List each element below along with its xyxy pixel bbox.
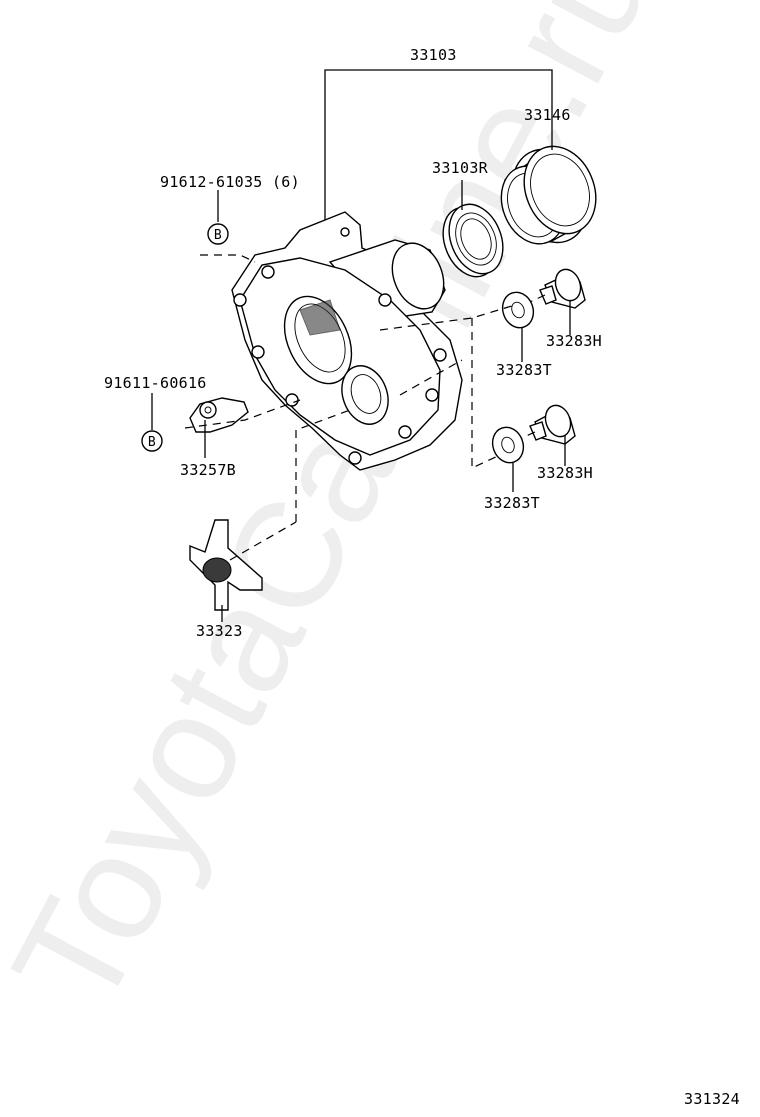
transfer-housing	[231, 211, 463, 471]
watermark: ToyotaCarMine.ru	[0, 0, 684, 1035]
label-washer-lower: 33283T	[484, 494, 540, 512]
spider-part	[189, 519, 263, 611]
label-washer-upper: 33283T	[496, 361, 552, 379]
label-bearing: 33103R	[432, 159, 489, 177]
label-bracket: 33257B	[180, 461, 236, 479]
plug-lower-part	[529, 404, 576, 445]
bracket-part	[189, 397, 249, 433]
assembly-bracket	[324, 69, 553, 222]
label-bolt-b: 91612-61035 (6)	[160, 173, 300, 191]
label-plug-lower: 33283H	[537, 464, 593, 482]
ref-mark-upper-text: B	[214, 228, 222, 243]
washer-lower-part	[491, 426, 525, 464]
label-spider: 33323	[196, 622, 243, 640]
label-bolt-b2: 91611-60616	[104, 374, 207, 392]
washer-upper-part	[501, 291, 535, 329]
ref-mark-upper: B	[207, 223, 229, 245]
bearing-part	[442, 203, 504, 278]
leader-lines	[151, 128, 571, 622]
label-plug-upper: 33283H	[546, 332, 602, 350]
ref-mark-lower-text: B	[148, 435, 156, 450]
plug-upper-part	[539, 268, 586, 309]
ref-mark-lower: B	[141, 430, 163, 452]
label-sleeve: 33146	[524, 106, 571, 124]
figure-id: 331324	[684, 1090, 740, 1108]
sleeve-part	[500, 145, 597, 245]
label-assembly: 33103	[410, 46, 457, 64]
